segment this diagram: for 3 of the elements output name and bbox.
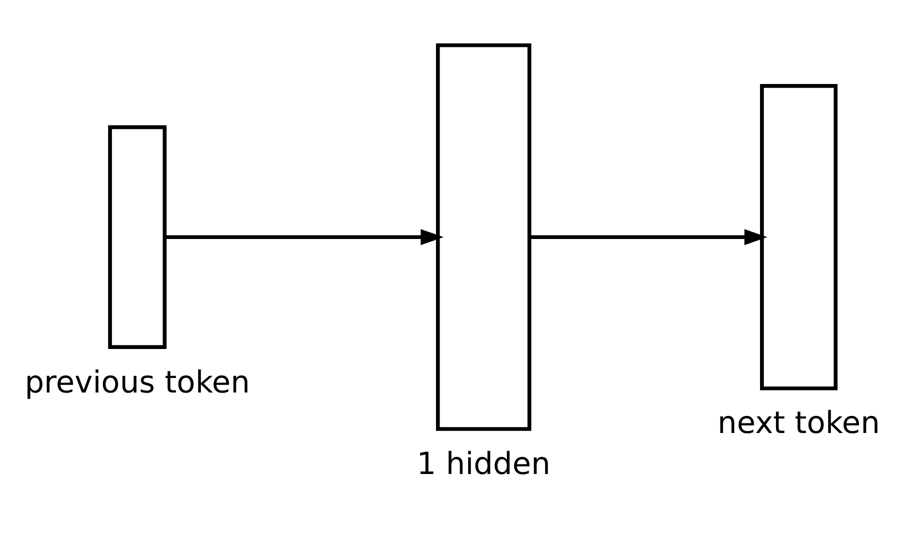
node-label: 1 hidden [416, 446, 550, 482]
node-label: previous token [24, 365, 250, 400]
node-label: next token [717, 406, 880, 442]
